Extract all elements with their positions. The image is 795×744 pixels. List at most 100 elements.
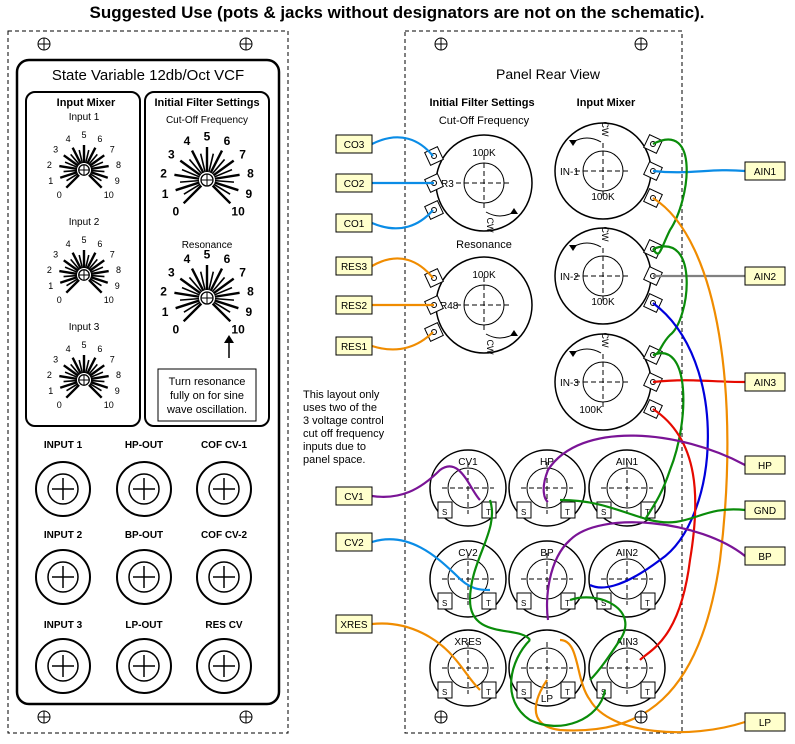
rear-jack-barrel bbox=[447, 558, 489, 600]
knob-scale-label: 5 bbox=[204, 247, 211, 261]
label-text: AIN1 bbox=[754, 167, 777, 178]
label-box bbox=[335, 295, 373, 315]
knob-major-tick bbox=[209, 268, 224, 292]
rear-jack-pin-label: T bbox=[565, 599, 570, 608]
label-box bbox=[335, 213, 373, 233]
rear-jack-pin-label: S bbox=[442, 599, 447, 608]
label-box bbox=[744, 372, 786, 392]
jack-nut bbox=[196, 461, 252, 517]
knob-scale-label: 5 bbox=[81, 130, 86, 140]
knob-major-tick bbox=[63, 259, 80, 272]
knob-major-tick bbox=[59, 164, 78, 171]
rotation-label: CW bbox=[485, 218, 495, 233]
rear-note-line-5: inputs due to bbox=[303, 441, 366, 453]
pot-lug-hole bbox=[431, 275, 437, 281]
knob-scale-label: 0 bbox=[57, 295, 62, 305]
knob-major-tick bbox=[190, 150, 205, 174]
knob-scale-label: 7 bbox=[239, 265, 246, 279]
jack-hole bbox=[208, 473, 240, 505]
label-text: CO3 bbox=[344, 140, 365, 151]
rear-jack-lug bbox=[560, 501, 576, 519]
rear-jack-pin-label: S bbox=[521, 599, 526, 608]
rear-jack-pin-label: S bbox=[442, 508, 447, 517]
rear-jack-pin-label: S bbox=[601, 599, 606, 608]
knob-major-tick bbox=[71, 147, 82, 165]
label-text: AIN3 bbox=[754, 378, 777, 389]
module-title: State Variable 12db/Oct VCF bbox=[52, 67, 244, 84]
jack-nut bbox=[196, 549, 252, 605]
knob-minor-tick bbox=[188, 158, 203, 175]
knob-minor-tick bbox=[89, 172, 102, 182]
left-label-co3: CO3 bbox=[335, 134, 373, 154]
knob-major-tick bbox=[88, 154, 105, 167]
knob-major-tick bbox=[209, 150, 224, 174]
rear-jack-barrel bbox=[606, 467, 648, 509]
rear-jack-barrel bbox=[526, 647, 568, 689]
wire-co3 bbox=[371, 136, 434, 157]
knob-scale-label: 3 bbox=[53, 250, 58, 260]
wire-lp bbox=[559, 638, 746, 734]
rear-panel-outline bbox=[404, 30, 683, 734]
knob-scale-label: 7 bbox=[110, 250, 115, 260]
knob-scale-label: 6 bbox=[97, 239, 102, 249]
left-label-cv2: CV2 bbox=[335, 532, 373, 552]
jack-nut bbox=[196, 638, 252, 694]
knob-minor-tick bbox=[63, 379, 78, 383]
knob-minor-tick bbox=[213, 183, 231, 195]
rear-jack-barrel bbox=[526, 467, 568, 509]
rear-jack-pin-label: T bbox=[565, 508, 570, 517]
label-box bbox=[335, 256, 373, 276]
knob-scale-label: 9 bbox=[115, 281, 120, 291]
rear-jack-pin-label: S bbox=[442, 688, 447, 697]
jack-nut bbox=[35, 638, 91, 694]
mixer-knob-label: Input 3 bbox=[69, 322, 100, 333]
pot-lug-hole bbox=[431, 207, 437, 213]
knob-major-tick bbox=[59, 276, 78, 284]
knob-scale-label: 6 bbox=[224, 252, 231, 266]
knob-major-tick bbox=[86, 357, 97, 375]
knob-scale-label: 1 bbox=[48, 386, 53, 396]
knob-minor-tick bbox=[64, 266, 78, 274]
mounting-hole bbox=[634, 37, 648, 51]
mixer-section-title: Input Mixer bbox=[57, 97, 116, 109]
mounting-hole bbox=[634, 710, 648, 724]
knob-scale-label: 8 bbox=[116, 265, 121, 275]
label-text: CV2 bbox=[344, 538, 364, 549]
wire-labels: CO3CO2CO1RES3RES2RES1CV1CV2XRESAIN1AIN2A… bbox=[335, 134, 786, 732]
knob-minor-tick bbox=[90, 274, 105, 278]
rear-jack-barrel bbox=[447, 647, 489, 689]
knob-minor-tick bbox=[213, 301, 231, 313]
knob-minor-tick bbox=[214, 286, 233, 296]
rear-jack-label: CV1 bbox=[458, 457, 478, 468]
pot-designator: IN-3 bbox=[560, 378, 579, 389]
knob-scale-label: 9 bbox=[115, 386, 120, 396]
knob-major-tick bbox=[182, 184, 203, 205]
rotation-arrowhead bbox=[569, 351, 577, 357]
front-panel-border bbox=[15, 58, 281, 706]
knob-scale-label: 1 bbox=[162, 187, 169, 201]
wire-cv2 bbox=[371, 538, 491, 592]
jack-hole bbox=[208, 650, 240, 682]
knob-minor-tick bbox=[214, 297, 235, 301]
rear-jack-lug bbox=[481, 592, 497, 610]
rear-jack-pin-label: T bbox=[486, 599, 491, 608]
front-jack bbox=[35, 461, 91, 517]
knob-scale-label: 4 bbox=[184, 134, 191, 148]
wire-res3 bbox=[371, 257, 434, 279]
rear-jack-pin-label: S bbox=[521, 688, 526, 697]
knob-scale-label: 0 bbox=[173, 322, 180, 336]
knob-minor-tick bbox=[214, 179, 235, 183]
wire-bp bbox=[545, 521, 746, 621]
knob-scale-label: 6 bbox=[97, 344, 102, 354]
jack-hole bbox=[128, 650, 160, 682]
right-label-ain3: AIN3 bbox=[744, 372, 786, 392]
knob-scale-label: 7 bbox=[239, 147, 246, 161]
rear-jack-lug bbox=[640, 681, 656, 699]
